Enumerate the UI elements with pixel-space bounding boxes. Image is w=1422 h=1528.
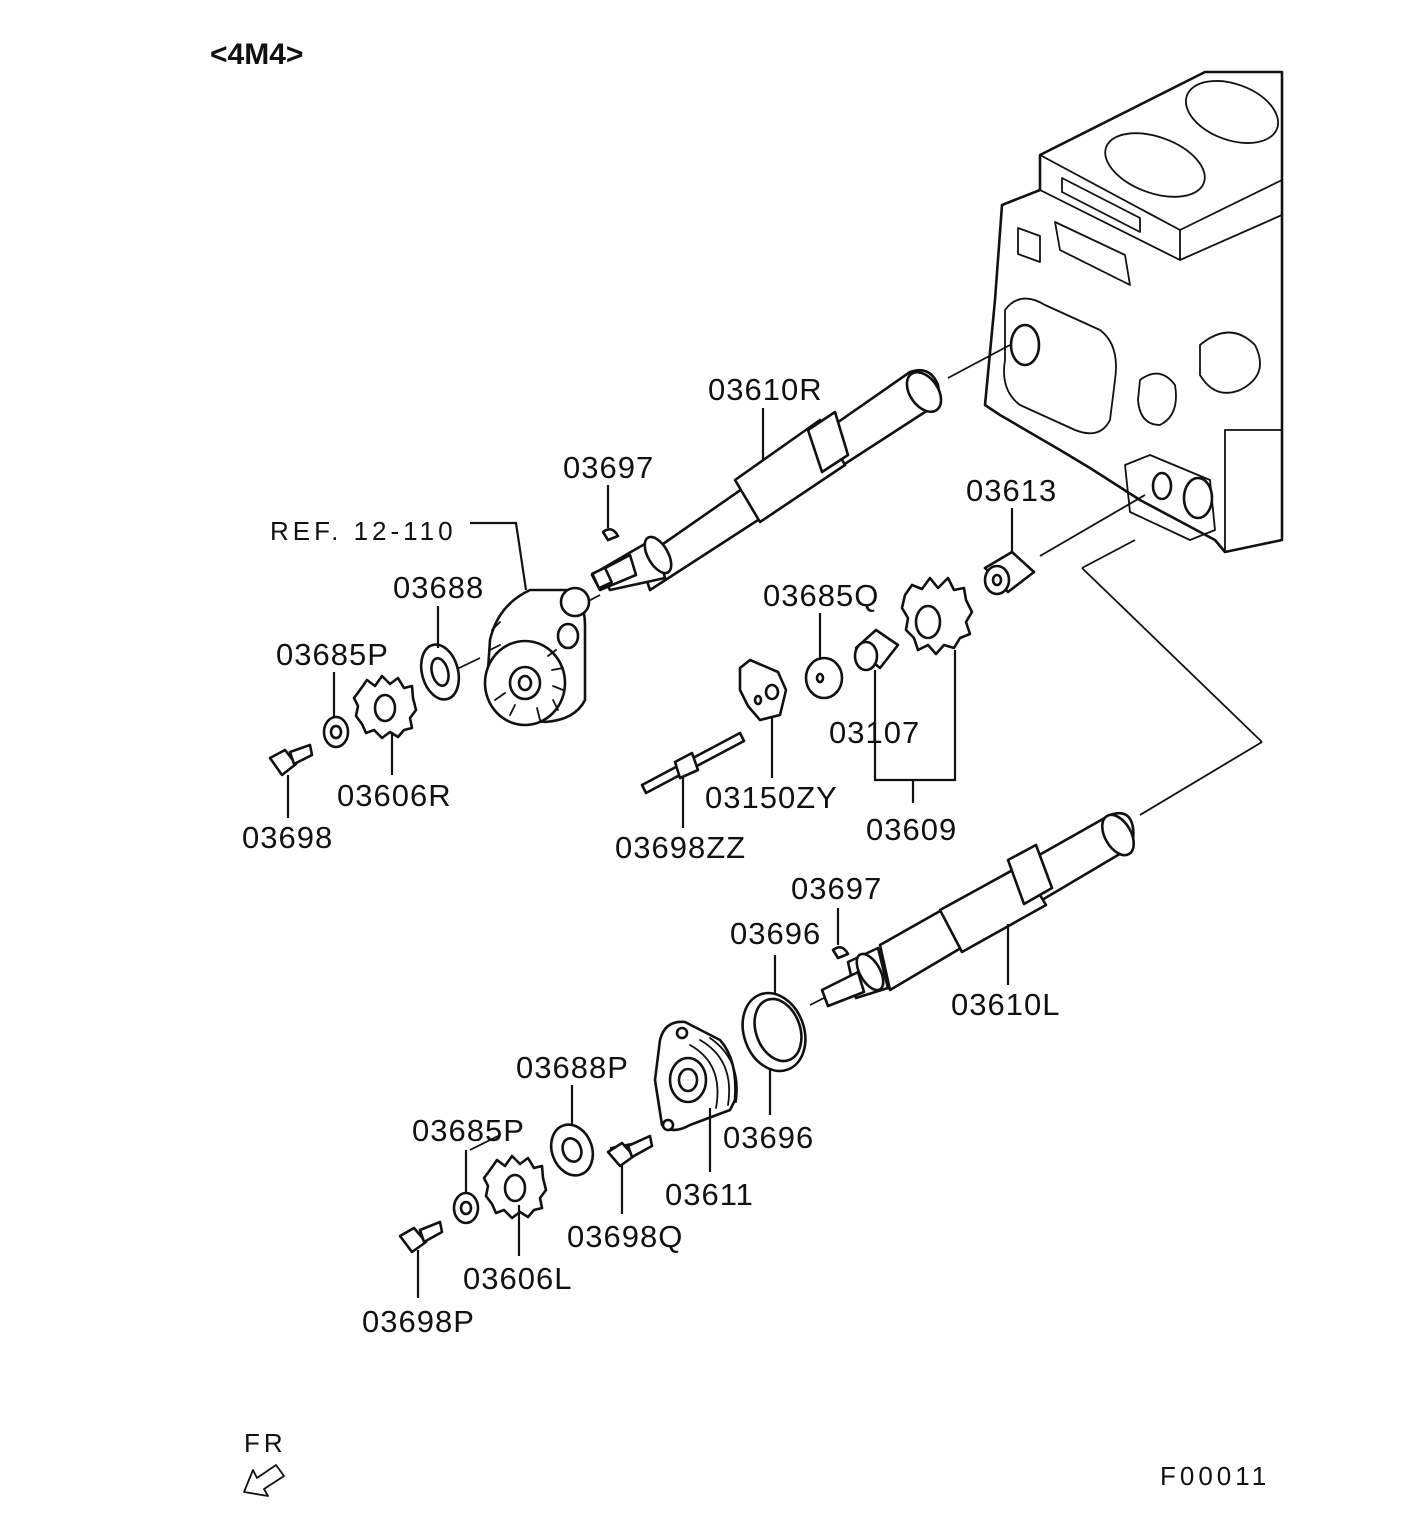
part-label-03606R: 03606R xyxy=(337,778,452,813)
front-label: FR xyxy=(244,1428,287,1458)
part-label-03685P-upper: 03685P xyxy=(276,637,389,672)
balancer-shaft-left xyxy=(820,811,1136,1008)
part-label-03697-upper: 03697 xyxy=(563,450,654,485)
bushing-03613 xyxy=(983,550,1036,596)
woodruff-key-lower xyxy=(831,945,850,960)
woodruff-key-upper xyxy=(601,527,620,542)
bolt-03698P xyxy=(398,1220,444,1254)
oil-seal-03688P xyxy=(549,1123,595,1177)
assembly-center-lines xyxy=(454,344,1263,1151)
part-label-03698Q: 03698Q xyxy=(567,1219,683,1254)
part-label-03696-upper: 03696 xyxy=(730,916,821,951)
reference-label: REF. 12-110 xyxy=(270,516,457,546)
bushing-03107 xyxy=(853,628,900,672)
part-label-03107: 03107 xyxy=(829,715,920,750)
thrust-washer-03685Q xyxy=(804,656,844,700)
leader-lines xyxy=(286,408,1014,1298)
bolt-03698Q xyxy=(606,1134,654,1168)
bolt-03698 xyxy=(268,743,314,777)
part-label-03696-lower: 03696 xyxy=(723,1120,814,1155)
balancer-shaft-right xyxy=(590,368,943,592)
front-case-03611 xyxy=(653,1020,738,1132)
part-label-03613: 03613 xyxy=(966,473,1057,508)
oil-pump-assembly xyxy=(483,586,591,727)
part-label-03698: 03698 xyxy=(242,820,333,855)
variant-label: <4M4> xyxy=(210,38,303,71)
gear-03609 xyxy=(900,576,974,656)
o-ring-03696 xyxy=(741,991,807,1073)
oil-seal-03688 xyxy=(419,643,461,701)
part-label-03609: 03609 xyxy=(866,812,957,847)
part-label-03688: 03688 xyxy=(393,570,484,605)
thrust-plate-03150ZY xyxy=(738,658,788,722)
part-label-03685Q: 03685Q xyxy=(763,578,879,613)
washer-03685P-lower xyxy=(452,1191,480,1225)
part-label-03610L: 03610L xyxy=(951,987,1060,1022)
front-direction-indicator: FR xyxy=(243,1428,287,1497)
washer-03685P-upper xyxy=(322,715,350,749)
part-label-03685P-lower: 03685P xyxy=(412,1113,525,1148)
engine-block-illustration xyxy=(983,70,1284,554)
part-labels: 03610R 03697 03613 REF. 12-110 03688 036… xyxy=(242,372,1060,1339)
part-label-03698ZZ: 03698ZZ xyxy=(615,830,746,865)
figure-code: F00011 xyxy=(1160,1461,1270,1491)
part-label-03610R: 03610R xyxy=(708,372,823,407)
part-label-03606L: 03606L xyxy=(463,1261,572,1296)
part-label-03611: 03611 xyxy=(665,1177,754,1212)
gear-03606R xyxy=(352,674,418,740)
part-label-03697-lower: 03697 xyxy=(791,871,882,906)
part-label-03688P: 03688P xyxy=(516,1050,629,1085)
part-label-03698P: 03698P xyxy=(362,1304,475,1339)
front-arrow-icon xyxy=(243,1464,285,1497)
gear-03606L xyxy=(482,1154,548,1220)
part-label-03150ZY: 03150ZY xyxy=(705,780,838,815)
stud-bolt-03698ZZ xyxy=(640,731,746,795)
